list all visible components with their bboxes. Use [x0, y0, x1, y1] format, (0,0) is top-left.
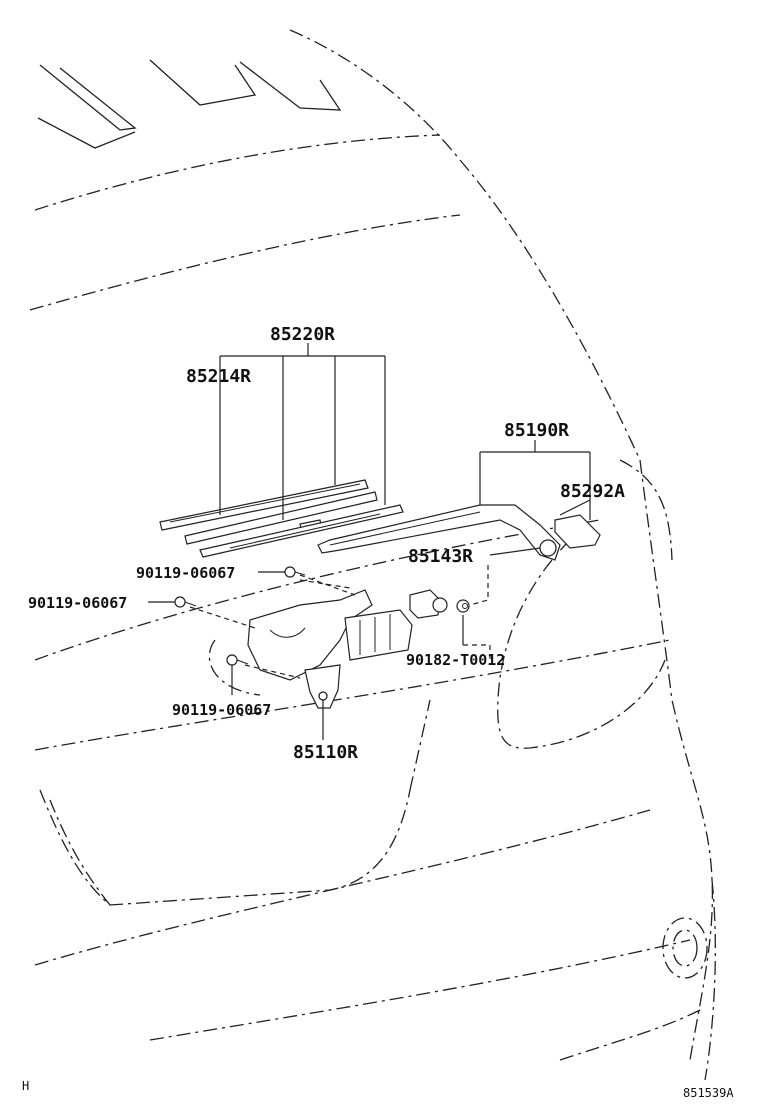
label-blade-assembly: 85220R [270, 324, 335, 345]
leader-lines [148, 343, 591, 740]
label-screw-left: 90119-06067 [28, 594, 127, 612]
corner-code: H [22, 1079, 29, 1093]
part-labels: 85220R 85214R 85190R 85292A 85143R 90119… [28, 324, 625, 763]
wiper-motor-drawing [174, 566, 470, 709]
label-screw-bottom: 90119-06067 [172, 701, 271, 719]
vehicle-body-outline [29, 29, 716, 1081]
label-grommet: 90182-T0012 [406, 651, 505, 669]
label-motor-assembly: 85110R [293, 742, 358, 763]
label-arm-assembly: 85190R [504, 420, 569, 441]
label-pivot-nut-cap: 85143R [408, 546, 473, 567]
label-arm-cap: 85292A [560, 481, 625, 502]
diagram-number: 851539A [683, 1086, 734, 1100]
label-blade-rubber: 85214R [186, 366, 251, 387]
wiper-blade-drawing [159, 479, 404, 558]
label-screw-top: 90119-06067 [136, 564, 235, 582]
